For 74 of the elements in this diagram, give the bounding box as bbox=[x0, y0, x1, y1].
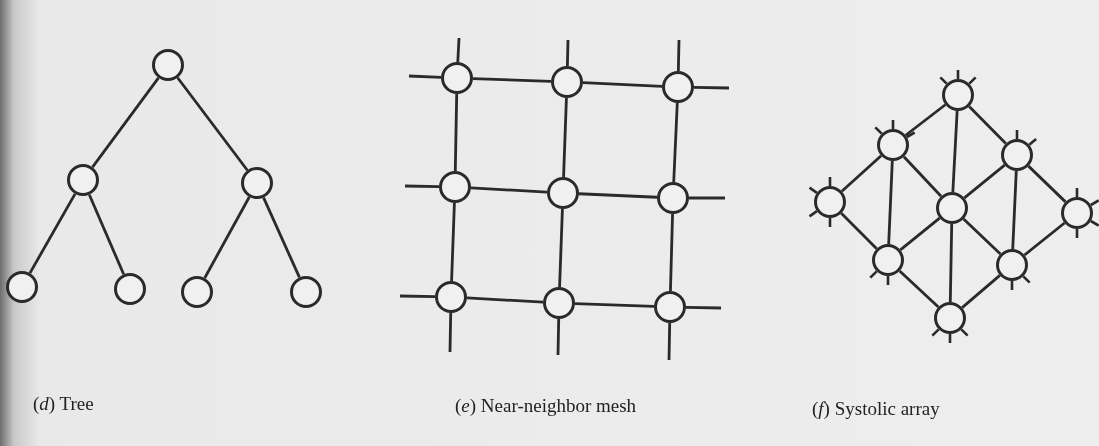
link-line bbox=[472, 77, 552, 83]
node-circle bbox=[934, 302, 966, 334]
link-line bbox=[902, 155, 943, 198]
open-link-line bbox=[689, 196, 725, 200]
link-line bbox=[91, 77, 160, 168]
node-circle bbox=[1061, 197, 1093, 229]
link-line bbox=[669, 213, 674, 292]
link-line bbox=[840, 212, 878, 250]
link-line bbox=[904, 103, 947, 137]
link-line bbox=[840, 154, 883, 193]
node-circle bbox=[814, 186, 846, 218]
figure-caption: (f) Systolic array bbox=[812, 398, 940, 420]
node-circle bbox=[547, 177, 579, 209]
node-circle bbox=[936, 192, 968, 224]
link-line bbox=[203, 196, 251, 279]
link-line bbox=[961, 274, 1001, 309]
open-link-line bbox=[399, 294, 436, 299]
node-circle bbox=[241, 167, 273, 199]
node-circle bbox=[181, 276, 213, 308]
node-circle bbox=[657, 182, 689, 214]
figure-caption: (e) Near-neighbor mesh bbox=[455, 395, 637, 417]
link-line bbox=[466, 296, 544, 304]
link-line bbox=[672, 102, 679, 183]
open-link-line bbox=[404, 184, 440, 189]
link-line bbox=[574, 302, 655, 308]
link-line bbox=[1011, 170, 1018, 250]
node-circle bbox=[872, 244, 904, 276]
node-circle bbox=[877, 129, 909, 161]
node-circle bbox=[1001, 139, 1033, 171]
node-circle bbox=[654, 291, 686, 323]
link-line bbox=[963, 164, 1006, 199]
node-circle bbox=[6, 271, 38, 303]
link-line bbox=[470, 186, 548, 194]
node-circle bbox=[152, 49, 184, 81]
link-line bbox=[968, 105, 1007, 145]
node-circle bbox=[551, 66, 583, 98]
link-line bbox=[948, 223, 954, 303]
node-circle bbox=[114, 273, 146, 305]
link-line bbox=[951, 110, 959, 193]
figure-caption: (d) Tree bbox=[33, 393, 94, 415]
link-line bbox=[962, 218, 1002, 255]
open-link-line bbox=[693, 85, 730, 90]
node-circle bbox=[435, 281, 467, 313]
node-circle bbox=[439, 171, 471, 203]
node-circle bbox=[942, 79, 974, 111]
open-link-line bbox=[456, 37, 461, 63]
link-line bbox=[88, 194, 125, 275]
open-link-line bbox=[667, 322, 672, 361]
link-line bbox=[1027, 165, 1067, 203]
node-circle bbox=[662, 71, 694, 103]
node-circle bbox=[290, 276, 322, 308]
open-link-line bbox=[566, 39, 570, 67]
node-circle bbox=[543, 287, 575, 319]
link-line bbox=[899, 217, 941, 251]
link-line bbox=[28, 193, 77, 274]
node-circle bbox=[441, 62, 473, 94]
link-line bbox=[887, 160, 894, 245]
link-line bbox=[176, 76, 249, 172]
node-circle bbox=[996, 249, 1028, 281]
open-link-line bbox=[676, 39, 681, 72]
link-line bbox=[578, 192, 658, 199]
node-circle bbox=[67, 164, 99, 196]
link-line bbox=[582, 81, 663, 88]
open-link-line bbox=[408, 74, 442, 79]
open-link-line bbox=[556, 318, 561, 356]
link-line bbox=[1023, 221, 1066, 257]
open-link-line bbox=[685, 305, 722, 310]
link-line bbox=[558, 208, 564, 288]
link-line bbox=[898, 269, 940, 309]
open-link-line bbox=[448, 312, 453, 353]
link-line bbox=[562, 97, 568, 178]
link-line bbox=[262, 197, 301, 278]
link-line bbox=[453, 93, 459, 172]
link-line bbox=[450, 202, 456, 282]
